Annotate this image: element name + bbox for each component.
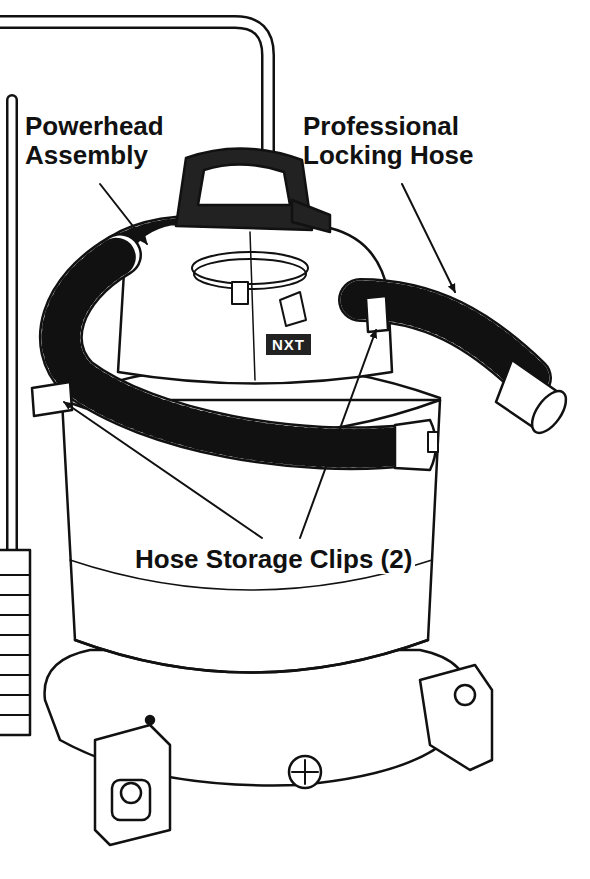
- part-label: Hose Storage Clips (2): [132, 545, 415, 574]
- part-label: Powerhead Assembly: [25, 112, 185, 170]
- brand-logo: NXT: [266, 334, 311, 355]
- part-label: Professional Locking Hose: [303, 112, 503, 170]
